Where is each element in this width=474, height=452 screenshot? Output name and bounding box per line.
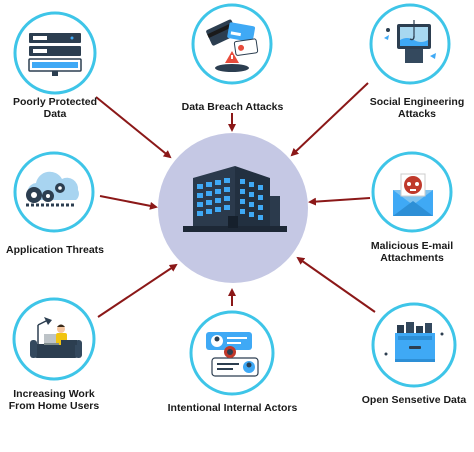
arrow-from-increasing-work-from-home-users	[97, 263, 178, 318]
node-malicious-email-attachments	[371, 151, 453, 233]
label-line: Application Threats	[5, 244, 104, 256]
stolen-cards-icon	[206, 19, 259, 72]
label-line: Attacks	[398, 108, 436, 120]
label-line: Social Engineering	[369, 96, 465, 108]
label-intentional-internal-actors: Intentional Internal Actors	[160, 402, 305, 414]
label-line: Increasing Work	[13, 388, 95, 400]
open-file-drawer-icon	[384, 322, 444, 362]
malicious-email-icon	[393, 173, 433, 216]
label-line: Attachments	[380, 252, 444, 264]
label-social-engineering-attacks: Social Engineering Attacks	[362, 96, 472, 120]
remote-worker-icon	[30, 317, 82, 358]
label-increasing-work-from-home-users: Increasing Work From Home Users	[4, 388, 104, 412]
chat-profiles-icon	[206, 332, 259, 377]
node-intentional-internal-actors	[189, 310, 275, 396]
label-open-sensitive-data: Open Sensetive Data	[358, 394, 470, 406]
label-line: Open Sensetive Data	[361, 394, 467, 406]
arrow-from-social-engineering-attacks	[290, 82, 369, 157]
label-line: From Home Users	[8, 400, 100, 412]
central-company	[158, 133, 308, 283]
node-application-threats	[13, 151, 95, 233]
label-application-threats: Application Threats	[2, 244, 108, 256]
phishing-hook-icon	[384, 20, 436, 63]
node-increasing-work-from-home-users	[12, 297, 96, 381]
label-line: Poorly Protected	[12, 96, 98, 108]
office-building-icon	[183, 166, 287, 232]
node-social-engineering-attacks	[369, 3, 451, 85]
node-data-breach-attacks	[191, 3, 273, 85]
arrow-from-poorly-protected-data	[95, 96, 172, 159]
label-data-breach-attacks: Data Breach Attacks	[165, 101, 300, 113]
arrow-from-application-threats	[99, 195, 158, 210]
arrow-from-malicious-email-attachments	[308, 197, 371, 206]
label-line: Intentional Internal Actors	[167, 402, 298, 414]
label-line: Malicious E-mail	[370, 240, 454, 252]
arrow-from-open-sensitive-data	[296, 256, 376, 313]
label-line: Data	[43, 108, 67, 120]
label-poorly-protected-data: Poorly Protected Data	[5, 96, 105, 120]
server-stack-icon	[28, 33, 82, 76]
cloud-gears-icon	[26, 171, 79, 207]
node-open-sensitive-data	[371, 302, 457, 388]
node-poorly-protected-data	[13, 11, 97, 95]
label-line: Data Breach Attacks	[181, 101, 284, 113]
arrows	[95, 82, 376, 318]
label-malicious-email-attachments: Malicious E-mail Attachments	[362, 240, 462, 264]
